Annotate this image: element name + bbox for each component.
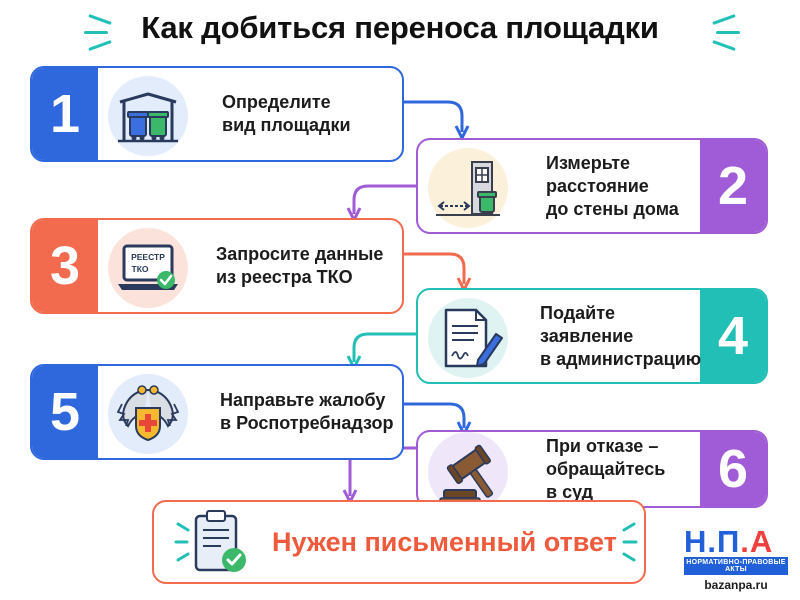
step-card-6: 6 При отказе – обращайтесь в суд — [416, 430, 768, 508]
step-number-3: 3 — [32, 220, 98, 312]
step-4-line-3: в администрацию — [540, 348, 702, 369]
step-card-4: 4 Подайте заявление в администрацию — [416, 288, 768, 384]
result-banner: Нужен письменный ответ — [152, 500, 646, 584]
laptop-screen-line-1: РЕЕСТР — [131, 252, 165, 262]
step-1-line-1: Определите — [222, 92, 331, 112]
step-number-2: 2 — [700, 140, 766, 232]
step-card-1: 1 Определите вид площадки — [30, 66, 404, 162]
npa-logo: Н.П.А НОРМАТИВНО-ПРАВОВЫЕ АКТЫ bazanpa.r… — [684, 524, 788, 592]
logo-site-link[interactable]: bazanpa.ru — [704, 578, 768, 592]
logo-letter-a: А — [749, 524, 774, 559]
step-number-5: 5 — [32, 366, 98, 458]
step-text-2: Измерьте расстояние до стены дома — [546, 140, 679, 232]
step-text-1: Определите вид площадки — [222, 68, 351, 160]
arrow-1-2 — [402, 100, 462, 132]
step-text-5: Направьте жалобу в Роспотребнадзор — [220, 366, 394, 458]
laptop-registry-icon: РЕЕСТР ТКО — [108, 228, 188, 308]
emblem-icon — [108, 374, 188, 454]
arrow-2-3 — [354, 184, 418, 214]
step-3-line-2: из реестра ТКО — [216, 267, 353, 287]
result-text: Нужен письменный ответ — [272, 526, 617, 557]
logo-subtitle: НОРМАТИВНО-ПРАВОВЫЕ АКТЫ — [684, 557, 788, 575]
step-card-5: 5 Направьте жалобу в Роспотребнадзор — [30, 364, 404, 460]
step-2-line-3: до стены дома — [546, 198, 679, 219]
step-text-3: Запросите данные из реестра ТКО — [216, 220, 383, 312]
logo-dot-2: . — [740, 524, 750, 559]
decorative-rays-icon — [622, 522, 638, 562]
waste-bins-shelter-icon — [108, 76, 188, 156]
step-5-line-2: в Роспотребнадзор — [220, 413, 394, 433]
step-5-line-1: Направьте жалобу — [220, 390, 386, 410]
arrow-4-5 — [354, 332, 418, 362]
step-1-line-2: вид площадки — [222, 115, 351, 135]
step-4-line-1: Подайте — [540, 302, 616, 323]
step-2-line-2: расстояние — [546, 175, 649, 196]
page-title: Как добиться переноса площадки — [141, 10, 659, 45]
step-number-4: 4 — [700, 290, 766, 382]
logo-letter-n: Н — [684, 524, 708, 559]
step-6-line-3: в суд — [546, 481, 594, 502]
logo-dot-1: . — [707, 524, 718, 559]
house-distance-icon — [428, 148, 508, 228]
laptop-screen-line-2: ТКО — [132, 264, 149, 274]
gavel-icon — [428, 432, 508, 506]
step-3-line-1: Запросите данные — [216, 244, 384, 264]
logo-letter-p: П — [717, 524, 741, 559]
arrow-3-4 — [402, 252, 464, 284]
step-6-line-1: При отказе – — [546, 435, 659, 456]
document-pen-icon — [428, 298, 508, 378]
step-number-1: 1 — [32, 68, 98, 160]
step-card-2: 2 Измерьте расстояние до стены дома — [416, 138, 768, 234]
step-text-4: Подайте заявление в администрацию — [540, 290, 701, 382]
title-decoration-right — [716, 31, 740, 34]
title-decoration-left — [84, 31, 108, 34]
step-6-line-2: обращайтесь — [546, 458, 666, 479]
step-text-6: При отказе – обращайтесь в суд — [546, 432, 665, 506]
clipboard-check-icon — [174, 510, 246, 572]
logo-wordmark: Н.П.А — [684, 524, 788, 559]
step-number-6: 6 — [700, 432, 766, 506]
step-2-line-1: Измерьте — [546, 152, 631, 173]
step-4-line-2: заявление — [540, 325, 634, 346]
step-card-3: 3 РЕЕСТР ТКО Запросите данные из реестра… — [30, 218, 404, 314]
arrow-5-6 — [402, 402, 464, 428]
